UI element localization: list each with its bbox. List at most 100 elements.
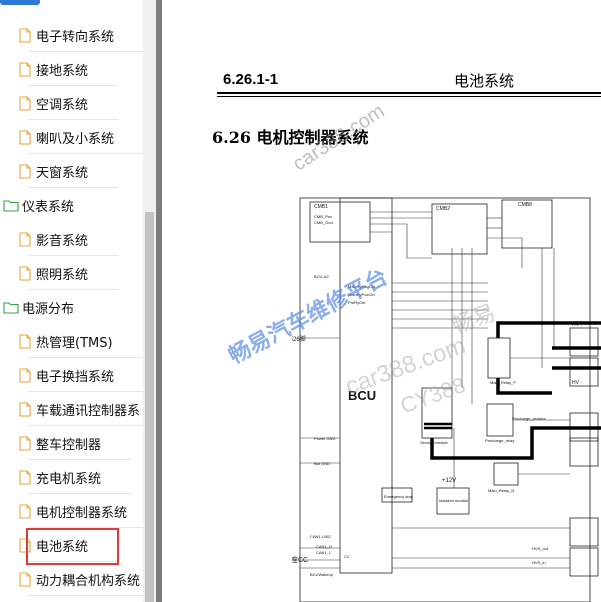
tree-item-label: 电子转向系统 xyxy=(36,29,115,45)
section-title: 电池系统 xyxy=(454,72,515,90)
tree-item[interactable]: 电机控制器系统 xyxy=(14,494,143,528)
document-icon xyxy=(14,401,36,417)
navigation-tree: 电子转向系统接地系统空调系统喇叭及小系统天窗系统仪表系统影音系统照明系统电源分布… xyxy=(0,0,143,602)
tree-item-label: 照明系统 xyxy=(36,267,89,283)
document-icon xyxy=(14,163,36,179)
tree-item-label: 影音系统 xyxy=(36,233,89,249)
tree-item-label: 动力耦合机构系统 xyxy=(36,573,141,589)
cmb2-label: CMB2 xyxy=(436,206,450,212)
vcu-pin-label: 整车控制器26脚 xyxy=(292,335,306,343)
item-separator xyxy=(28,493,132,494)
document-icon xyxy=(14,231,36,247)
item-separator xyxy=(28,561,119,562)
svg-text:CC: CC xyxy=(344,554,350,559)
document-icon xyxy=(14,61,36,77)
document-icon xyxy=(14,333,36,349)
document-icon xyxy=(14,435,36,451)
tree-item[interactable]: 喇叭及小系统 xyxy=(14,120,143,154)
tree-folder[interactable]: 电源分布 xyxy=(0,290,74,324)
svg-text:Main_Relay_N: Main_Relay_N xyxy=(488,488,514,493)
tree-scrollbar-thumb[interactable] xyxy=(145,212,154,602)
tree-item-label: 电源分布 xyxy=(22,301,75,317)
item-separator xyxy=(28,459,132,460)
svg-text:HV +: HV + xyxy=(572,322,583,328)
tree-item-label: 电子换挡系统 xyxy=(36,369,115,385)
svg-text:MainRyPosCtrl: MainRyPosCtrl xyxy=(348,292,375,297)
document-icon xyxy=(14,469,36,485)
document-icon xyxy=(14,367,36,383)
header-rule-thick xyxy=(217,92,601,94)
svg-text:CMB_Pwr: CMB_Pwr xyxy=(314,214,333,219)
svg-text:PreRyCtrl: PreRyCtrl xyxy=(348,300,365,305)
svg-text:CAN1_H: CAN1_H xyxy=(316,544,332,549)
tree-item[interactable]: 照明系统 xyxy=(14,256,119,290)
tree-item[interactable]: 充电机系统 xyxy=(14,460,132,494)
ac-charge-cc-label: 交流充电座CC xyxy=(292,555,308,564)
item-separator xyxy=(28,527,143,528)
selected-item-highlight xyxy=(26,528,119,565)
svg-text:Precharge_resistor: Precharge_resistor xyxy=(512,416,546,421)
item-separator xyxy=(28,187,119,188)
tree-item-label: 电机控制器系统 xyxy=(36,505,128,521)
tree-item-label: 热管理(TMS) xyxy=(36,335,113,351)
tree-item-label: 天窗系统 xyxy=(36,165,89,181)
page-heading: 6.26 电机控制器系统 xyxy=(212,128,369,147)
tree-item-label: 喇叭及小系统 xyxy=(36,131,115,147)
item-separator xyxy=(28,85,119,86)
tree-item[interactable]: 整车控制器 xyxy=(14,426,132,460)
svg-text:BCUWakeup: BCUWakeup xyxy=(310,572,334,577)
svg-text:Service breaker: Service breaker xyxy=(420,440,449,445)
item-separator xyxy=(28,357,143,358)
tree-item-label: 车载通讯控制器系 xyxy=(36,403,141,419)
item-separator xyxy=(28,391,143,392)
tree-item-label: 仪表系统 xyxy=(22,199,75,215)
tree-item[interactable]: 空调系统 xyxy=(14,86,119,120)
header-rule-thin xyxy=(217,96,601,97)
tree-top-button[interactable] xyxy=(0,0,40,5)
cmb1-label: CMB1 xyxy=(314,204,328,210)
tree-item[interactable]: 天窗系统 xyxy=(14,154,119,188)
tree-item-label: 接地系统 xyxy=(36,63,89,79)
item-separator xyxy=(28,51,143,52)
bcu-label: BCU xyxy=(348,388,376,403)
svg-text:HVS_out: HVS_out xyxy=(532,546,549,551)
document-icon xyxy=(14,503,36,519)
tree-item[interactable]: 动力耦合机构系统 xyxy=(14,562,143,596)
svg-text:CAN1_L: CAN1_L xyxy=(316,550,332,555)
item-separator xyxy=(28,595,143,596)
tree-item-label: 电池系统 xyxy=(36,539,89,555)
folder-icon xyxy=(0,199,22,212)
svg-text:Isolation monitor: Isolation monitor xyxy=(439,498,469,503)
tree-item[interactable]: 电子转向系统 xyxy=(14,18,143,52)
svg-text:CAN1 L062: CAN1 L062 xyxy=(310,534,331,539)
tree-item[interactable]: 影音系统 xyxy=(14,222,119,256)
svg-text:Precharge_relay: Precharge_relay xyxy=(485,438,514,443)
cmb8-label: CMB8 xyxy=(518,202,532,208)
folder-icon xyxy=(0,301,22,314)
tree-folder[interactable]: 仪表系统 xyxy=(0,188,74,222)
tree-item-label: 整车控制器 xyxy=(36,437,102,453)
section-number: 6.26.1-1 xyxy=(223,71,279,88)
svg-text:Main_Relay_P: Main_Relay_P xyxy=(490,380,516,385)
document-icon xyxy=(14,95,36,111)
document-icon xyxy=(14,265,36,281)
item-separator xyxy=(28,289,119,290)
document-page: 6.26.1-1 电池系统 6.26 电机控制器系统 xyxy=(162,0,601,602)
item-separator xyxy=(28,425,143,426)
tree-item[interactable]: 电子换挡系统 xyxy=(14,358,143,392)
panel-divider[interactable] xyxy=(156,0,162,602)
document-icon xyxy=(14,129,36,145)
item-separator xyxy=(28,119,119,120)
tree-item[interactable]: 热管理(TMS) xyxy=(14,324,143,358)
document-icon xyxy=(14,27,36,43)
wiring-diagram: CMB1 CMB2 CMB8 CMB_Pwr CMB_Gnd MainRyNeg… xyxy=(292,197,601,602)
tree-item[interactable]: 车载通讯控制器系 xyxy=(14,392,143,426)
svg-text:Emergency stop: Emergency stop xyxy=(384,494,414,499)
document-icon xyxy=(14,571,36,587)
svg-text:BCU-A2: BCU-A2 xyxy=(314,274,329,279)
tree-item-label: 充电机系统 xyxy=(36,471,102,487)
tree-item[interactable]: 接地系统 xyxy=(14,52,119,86)
svg-text:Power GND: Power GND xyxy=(314,436,335,441)
svg-text:MainRyNegCtrl: MainRyNegCtrl xyxy=(348,284,375,289)
svg-text:HV -: HV - xyxy=(572,380,582,386)
